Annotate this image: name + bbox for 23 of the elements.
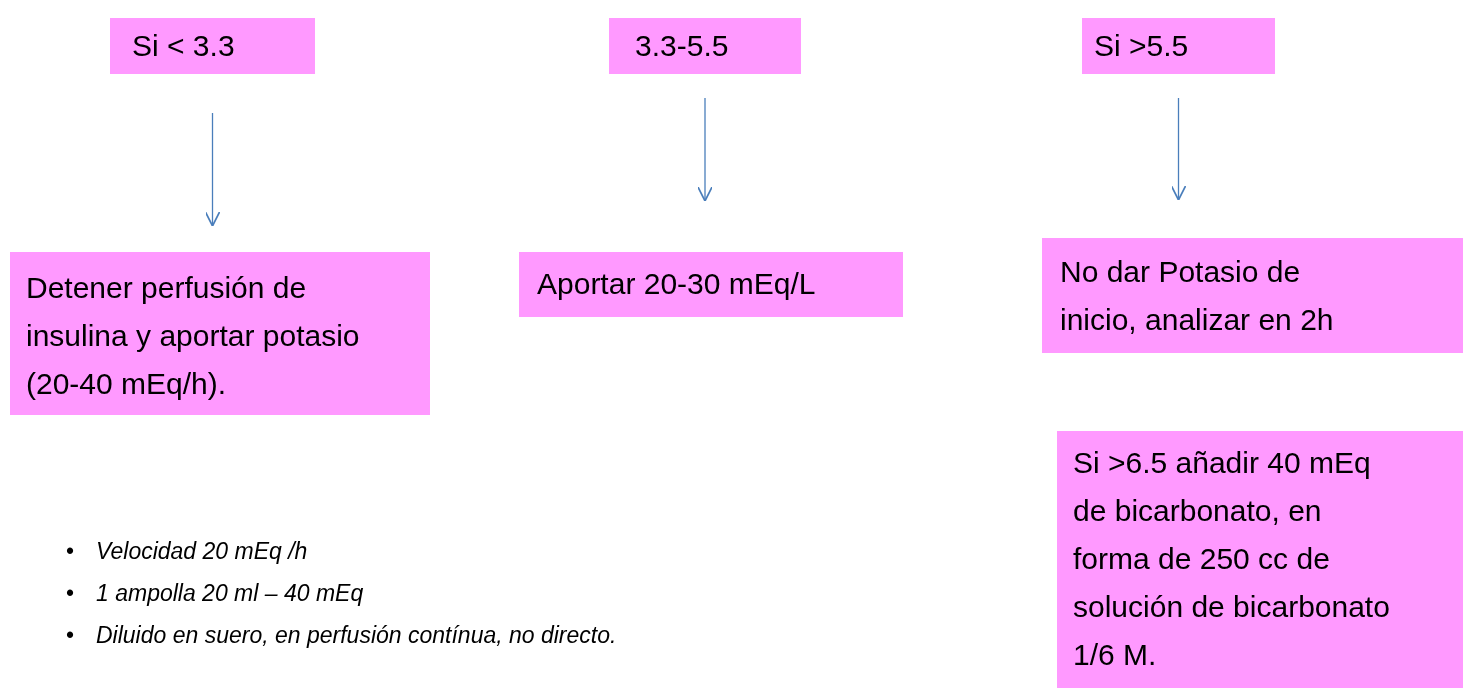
bullet-mark: • xyxy=(66,537,76,566)
bullet-note: 1 ampolla 20 ml – 40 mEq xyxy=(96,579,365,608)
process-box xyxy=(110,18,315,74)
box-text: Si < 3.3 xyxy=(132,28,236,64)
arrow xyxy=(1170,97,1187,201)
process-box xyxy=(1042,238,1463,353)
box-text: Aportar 20-30 mEq/L xyxy=(537,266,817,302)
box-text: 3.3-5.5 xyxy=(635,28,730,64)
box-text: Si >6.5 añadir 40 mEq de bicarbonato, en forma de 250 cc de solución de bicarbonato 1/6 M. xyxy=(1073,445,1391,673)
arrow xyxy=(697,97,713,202)
box-text: No dar Potasio de inicio, analizar en 2h xyxy=(1060,254,1335,338)
box-text: Detener perfusión de insulina y aportar potasio (20-40 mEq/h). xyxy=(26,270,361,402)
process-box xyxy=(519,252,903,317)
bullet-mark: • xyxy=(66,621,76,650)
process-box xyxy=(1057,431,1463,688)
process-box xyxy=(609,18,801,74)
box-text: Si >5.5 xyxy=(1094,28,1190,64)
bullet-note: Velocidad 20 mEq /h xyxy=(96,537,309,566)
process-box xyxy=(10,252,430,415)
bullet-mark: • xyxy=(66,579,76,608)
process-box xyxy=(1082,18,1275,74)
bullet-note: Diluido en suero, en perfusión contínua, no directo. xyxy=(96,621,617,650)
arrow xyxy=(204,112,221,227)
